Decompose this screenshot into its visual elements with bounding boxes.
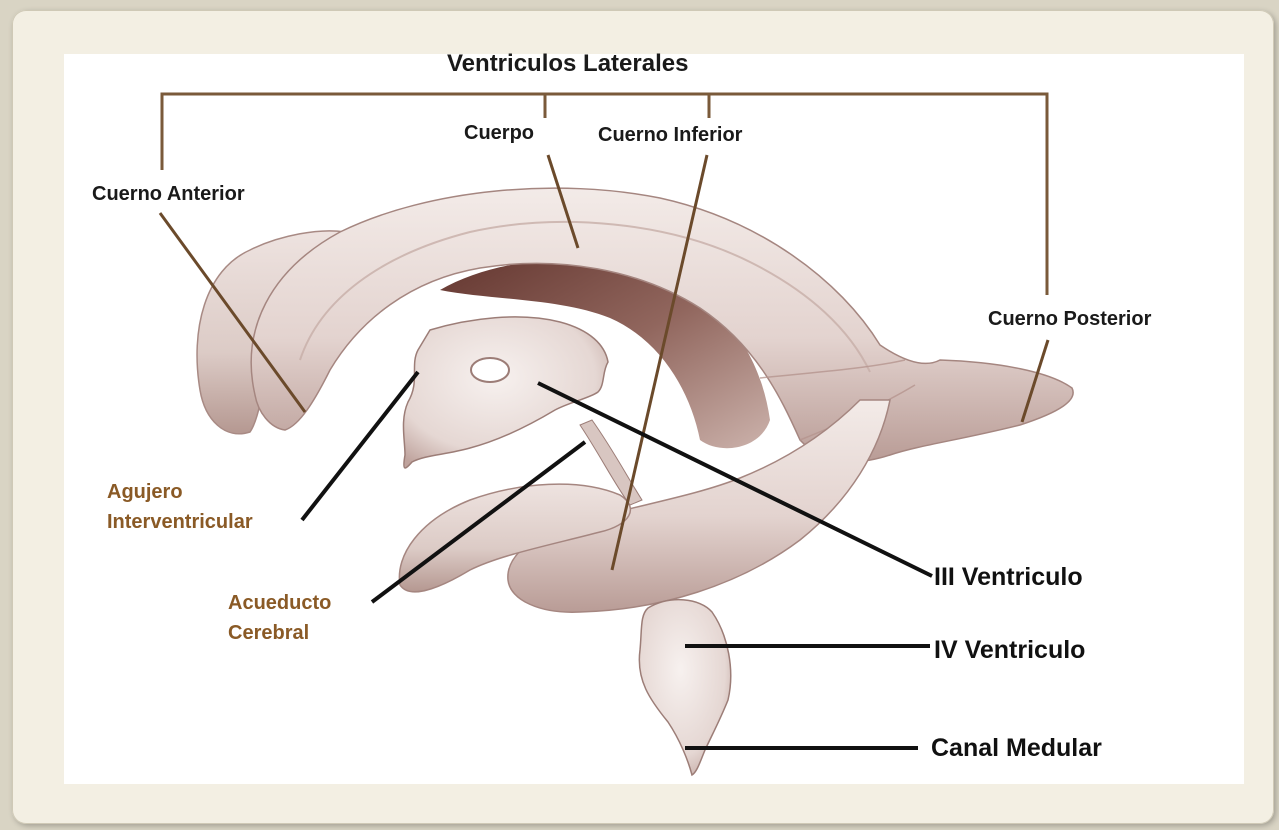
label-cuerno-anterior: Cuerno Anterior: [92, 182, 245, 207]
label-cuerpo: Cuerpo: [464, 121, 534, 146]
label-cuerno-inferior: Cuerno Inferior: [598, 123, 742, 148]
label-iii-ventriculo: III Ventriculo: [934, 562, 1083, 593]
label-iv-ventriculo: IV Ventriculo: [934, 635, 1085, 666]
label-agujero-line1: Agujero: [107, 480, 183, 505]
title-lateral-ventricles: Ventriculos Laterales: [447, 49, 688, 79]
label-agujero-line2: Interventricular: [107, 510, 253, 535]
label-canal-medular: Canal Medular: [931, 733, 1102, 764]
label-acueducto-line2: Cerebral: [228, 621, 309, 646]
interthalamic-adhesion: [471, 358, 509, 382]
label-acueducto-line1: Acueducto: [228, 591, 331, 616]
label-cuerno-posterior: Cuerno Posterior: [988, 307, 1151, 332]
